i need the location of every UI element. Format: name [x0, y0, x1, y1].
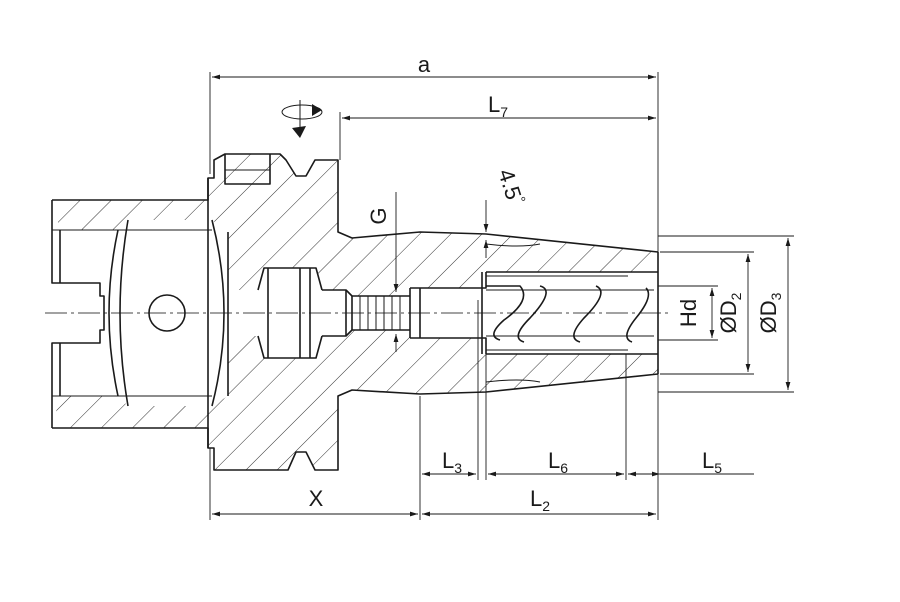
holder-lower-half — [52, 330, 659, 471]
rotation-direction-icon — [281, 100, 323, 138]
label-d2: ØD2 — [716, 292, 744, 333]
dimension-row-lower: L3 L6 L5 — [419, 300, 754, 520]
inner-bore — [257, 267, 487, 359]
dimension-a: a — [209, 52, 659, 520]
label-l2: L2 — [530, 486, 550, 514]
label-l3: L3 — [442, 448, 462, 476]
label-a: a — [418, 52, 431, 77]
shank-cross-hole — [148, 294, 186, 332]
label-g: G — [366, 207, 391, 224]
label-l5: L5 — [702, 448, 722, 476]
label-d3: ØD3 — [756, 292, 784, 333]
cutting-tool — [481, 243, 659, 383]
screw-thread — [359, 296, 401, 330]
dimension-diameters: Hd ØD2 ØD3 — [658, 235, 794, 393]
hsk-shank — [51, 154, 271, 448]
holder-upper-half — [52, 153, 659, 296]
label-hd: Hd — [676, 299, 701, 327]
label-l7: L7 — [488, 92, 508, 120]
label-x: X — [309, 486, 324, 511]
dimension-l7: L7 — [339, 92, 656, 160]
label-taper-angle: 4.5° — [493, 166, 529, 208]
dimension-g: G — [366, 192, 399, 352]
dimension-row-bottom: X L2 — [209, 448, 656, 520]
label-l6: L6 — [548, 448, 568, 476]
